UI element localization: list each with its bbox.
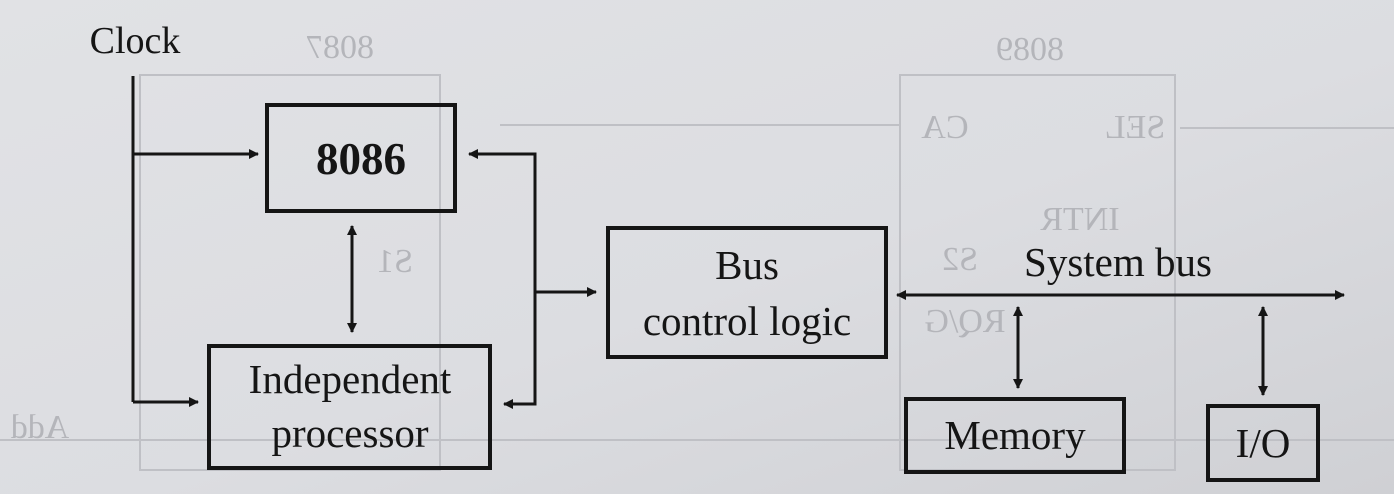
io-box — [1206, 404, 1320, 482]
ghost-text: CA — [921, 109, 969, 146]
memory-label: Memory — [944, 412, 1086, 458]
independent-processor-box — [207, 344, 492, 470]
memory-box — [904, 397, 1126, 474]
cpu-8086-label: 8086 — [316, 134, 406, 184]
independent-processor-label-line1: Independent — [249, 356, 452, 402]
ghost-text: S1 — [377, 243, 413, 280]
local-bus-wire — [468, 149, 537, 409]
system-bus-label: System bus — [1024, 239, 1212, 285]
ghost-text: Add — [11, 409, 70, 446]
ghost-text: 8089 — [996, 31, 1064, 68]
ghost-text: INTR — [1040, 201, 1120, 238]
bus-control-label-line2: control logic — [643, 298, 851, 344]
bleed-through-text: 8087 8089 SEL CA INTR S1 S2 RQ/G Add — [11, 29, 1166, 446]
cpu-8086-box — [265, 103, 457, 213]
bus-control-label-line1: Bus — [715, 242, 779, 288]
ghost-text: S2 — [942, 241, 978, 278]
io-label: I/O — [1236, 420, 1291, 466]
ghost-text: SEL — [1105, 109, 1165, 146]
ghost-text: RQ/G — [924, 303, 1005, 340]
ghost-text: 8087 — [306, 29, 374, 66]
independent-processor-label-line2: processor — [271, 410, 428, 456]
clock-label: Clock — [90, 20, 181, 62]
bus-control-logic-box — [606, 226, 888, 359]
